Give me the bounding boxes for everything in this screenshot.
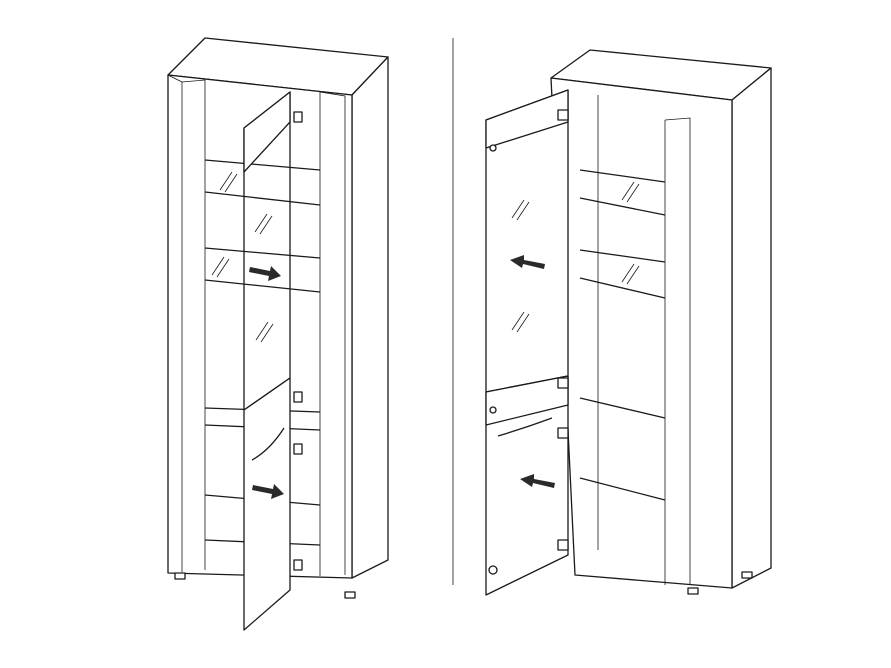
arrow-right-icon [252,484,284,499]
shelf [579,397,666,419]
shelf [204,159,321,171]
left-lower-door[interactable] [243,377,291,631]
hinge-hole [489,144,497,152]
glass-reflection-marks [511,181,640,333]
left-frame-inner-right [319,91,346,575]
left-cabinet [167,37,389,631]
foot [687,587,699,595]
bevel [664,117,691,585]
left-frame-inner [181,79,206,570]
left-cabinet-side [351,56,389,579]
right-cabinet [485,49,772,596]
hinge [293,559,303,571]
hinge-hole [489,406,497,414]
hinge-group [557,109,569,551]
arrow-right-icon [249,266,281,281]
glass-reflection-marks [211,171,274,343]
shelf [579,197,666,216]
arrow-left-icon [520,474,555,488]
shelf [204,247,321,259]
right-lower-door-panel [485,375,569,426]
hinge [293,443,303,455]
shelf [579,477,666,501]
hinge [293,391,303,403]
right-cabinet-side [731,67,772,589]
left-cabinet-front [167,74,353,579]
shelf [579,277,666,299]
door-handle [497,417,553,437]
hinge-hole [488,565,498,575]
arrow-left-icon [510,255,545,269]
hinge [293,111,303,123]
foot [344,591,356,599]
shelf [204,279,321,293]
shelf [579,169,666,183]
right-upper-door-panel [485,89,569,149]
shelf [579,249,666,263]
door-handle [251,427,285,461]
foot [741,571,753,579]
foot [174,572,186,580]
left-door-top-panel [243,91,291,173]
shelf [204,191,321,206]
right-cabinet-front [550,77,733,589]
bevel [167,74,183,83]
